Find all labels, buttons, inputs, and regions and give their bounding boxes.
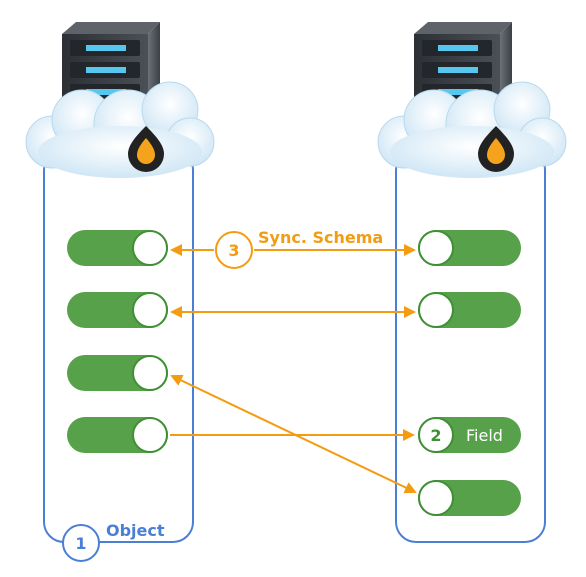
object-step-badge-circle [62,524,100,562]
right-flame-logo-icon [478,126,514,172]
left-cloud-icon [25,81,215,178]
right-field-toggle-1 [418,230,521,266]
left-field-toggle-4 [67,417,168,453]
field-step-badge: 2 [430,426,441,445]
right-cloud-icon [377,81,567,178]
left-field-toggle-3 [67,355,168,391]
object-step-badge: 1 [75,534,86,553]
right-field-toggle-2 [418,292,521,328]
field-label: Field [466,426,503,445]
object-label: Object [106,521,165,540]
left-field-toggle-2 [67,292,168,328]
left-flame-logo-icon [128,126,164,172]
sync-step-badge: 3 [228,241,239,260]
left-field-toggle-1 [67,230,168,266]
sync-step-badge-circle [215,231,253,269]
right-field-toggle-3: 2 Field [418,417,521,453]
left-object-container [43,149,194,543]
diagonal-bidirectional-arrow [170,374,417,494]
right-field-toggle-4 [418,480,521,516]
sync-schema-label: Sync. Schema [258,228,383,247]
